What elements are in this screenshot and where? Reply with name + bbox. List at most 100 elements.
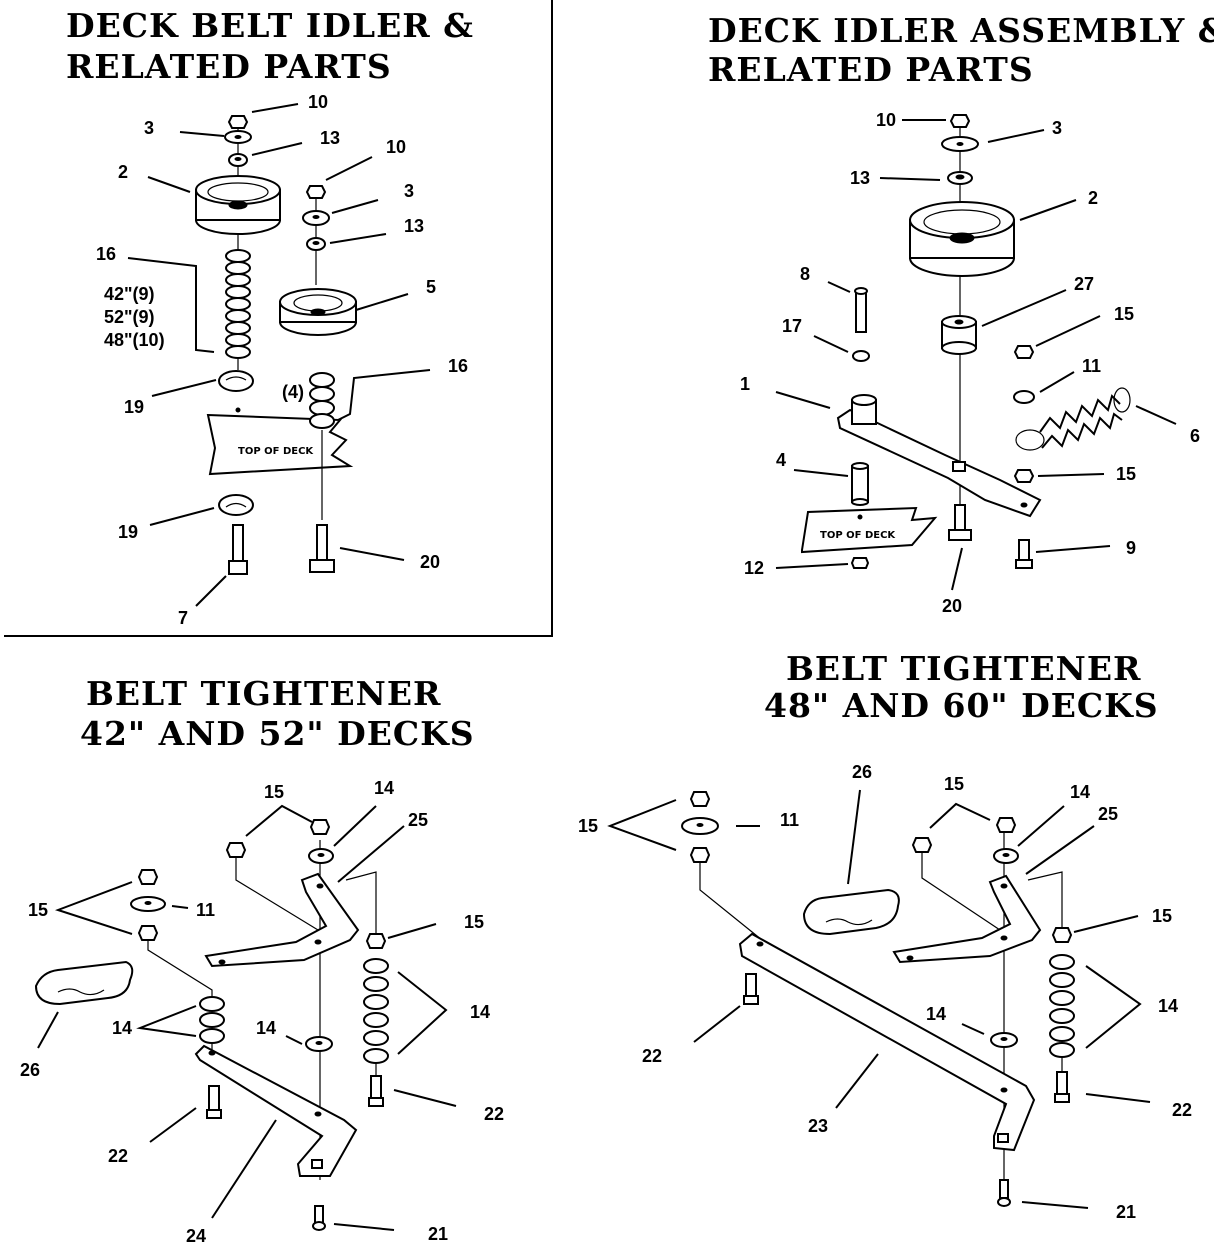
bracket-16 — [127, 257, 215, 353]
callout-24: 24 — [186, 1226, 206, 1246]
callout-11: 11 — [1082, 356, 1101, 376]
callout-13: 13 — [850, 168, 870, 188]
bolt-21 — [312, 1205, 326, 1231]
nut-15-a — [225, 842, 247, 858]
callout-17: 17 — [782, 316, 802, 336]
washer-14-mid — [305, 1036, 333, 1052]
callout-15: 15 — [1116, 464, 1136, 484]
callout-26: 26 — [20, 1060, 40, 1080]
callout-26: 26 — [852, 762, 872, 782]
callout-11: 11 — [780, 810, 799, 830]
callout-25: 25 — [1098, 804, 1118, 824]
callout-22: 22 — [108, 1146, 128, 1166]
nut-15-c — [911, 837, 933, 853]
arm-23 — [738, 932, 1036, 1152]
qty-4: (4) — [282, 382, 304, 402]
bracket-16-right — [337, 369, 431, 421]
pulley-5 — [279, 288, 357, 336]
panel-belt-tightener-48-60: BELT TIGHTENER 48" AND 60" DECKS — [578, 649, 1192, 1222]
bracket-25 — [892, 874, 1042, 964]
washer-11 — [681, 817, 719, 835]
pad-26 — [34, 960, 134, 1006]
callout-23: 23 — [808, 1116, 828, 1136]
callout-13: 13 — [320, 128, 340, 148]
bolt-9 — [1015, 539, 1033, 569]
callout-10: 10 — [876, 110, 896, 130]
callout-14: 14 — [1158, 996, 1178, 1016]
callout-15: 15 — [578, 816, 598, 836]
spacer-4 — [851, 462, 869, 506]
bolt-20 — [948, 504, 972, 541]
panel-title-line2: 48" AND 60" DECKS — [764, 686, 1159, 725]
callout-27: 27 — [1074, 274, 1094, 294]
bracket-25 — [204, 872, 360, 968]
washer-11 — [1013, 390, 1035, 404]
callout-9: 9 — [1126, 538, 1136, 558]
callout-15: 15 — [464, 912, 484, 932]
deck-plate-left: TOP OF DECK — [206, 413, 354, 476]
panel-title-line2: RELATED PARTS — [708, 50, 1034, 89]
callout-19: 19 — [118, 522, 138, 542]
callout-8: 8 — [800, 264, 810, 284]
washer-stack-14-right — [363, 958, 389, 1064]
callout-20: 20 — [420, 552, 440, 572]
callout-15: 15 — [1114, 304, 1134, 324]
washer-stack-14-right — [1049, 954, 1075, 1058]
spacer-13-right — [306, 237, 326, 251]
nut-15-right — [1051, 927, 1073, 943]
callout-3: 3 — [1052, 118, 1062, 138]
bolt-20 — [309, 524, 335, 573]
nut-15-top — [1013, 345, 1035, 359]
callout-10: 10 — [308, 92, 328, 112]
callout-15: 15 — [28, 900, 48, 920]
washer-19-top — [218, 370, 254, 392]
bolt-21 — [997, 1179, 1011, 1207]
callout-3: 3 — [404, 181, 414, 201]
callout-22: 22 — [642, 1046, 662, 1066]
callout-12: 12 — [744, 558, 764, 578]
panel-title-line1: DECK IDLER ASSEMBLY & — [708, 11, 1214, 50]
callout-3: 3 — [144, 118, 154, 138]
callout-10: 10 — [386, 137, 406, 157]
spacer-13 — [228, 153, 248, 167]
qty-48: 48"(10) — [104, 330, 165, 350]
arm-24 — [194, 1044, 358, 1177]
panel-belt-tightener-42-52: BELT TIGHTENER 42" AND 52" DECKS — [20, 674, 504, 1246]
nut-10 — [949, 114, 971, 128]
callout-4: 4 — [776, 450, 786, 470]
nut-15-b — [689, 847, 711, 863]
callout-13: 13 — [404, 216, 424, 236]
callout-14: 14 — [1070, 782, 1090, 802]
washer-17 — [852, 350, 870, 362]
spacer-13 — [947, 171, 973, 185]
deck-label: TOP OF DECK — [238, 446, 314, 457]
callout-22: 22 — [484, 1104, 504, 1124]
washer-19-bottom — [218, 494, 254, 516]
nut-15-right — [365, 933, 387, 949]
callout-21: 21 — [428, 1224, 448, 1244]
pulley-2 — [909, 201, 1015, 277]
callout-16: 16 — [96, 244, 116, 264]
bolt-22-right — [368, 1075, 384, 1107]
nut-12 — [850, 557, 870, 569]
pad-26 — [802, 888, 900, 936]
callout-14: 14 — [470, 1002, 490, 1022]
callout-15: 15 — [264, 782, 284, 802]
panel-deck-belt-idler: DECK BELT IDLER & RELATED PARTS TOP OF D — [4, 0, 553, 637]
callout-5: 5 — [426, 277, 436, 297]
callout-2: 2 — [1088, 188, 1098, 208]
callout-15: 15 — [944, 774, 964, 794]
callout-2: 2 — [118, 162, 128, 182]
washer-14-top — [993, 848, 1019, 864]
panel-title-line2: 42" AND 52" DECKS — [80, 714, 475, 753]
callout-20: 20 — [942, 596, 962, 616]
washer-stack-16 — [225, 249, 251, 359]
nut-15-left-top — [137, 869, 159, 885]
bolt-22-right — [1054, 1071, 1070, 1103]
pin-8 — [854, 287, 868, 333]
bolt-7 — [228, 524, 248, 575]
panel-title-line1: BELT TIGHTENER — [86, 674, 441, 713]
callout-6: 6 — [1190, 426, 1200, 446]
callout-25: 25 — [408, 810, 428, 830]
callout-14: 14 — [112, 1018, 132, 1038]
